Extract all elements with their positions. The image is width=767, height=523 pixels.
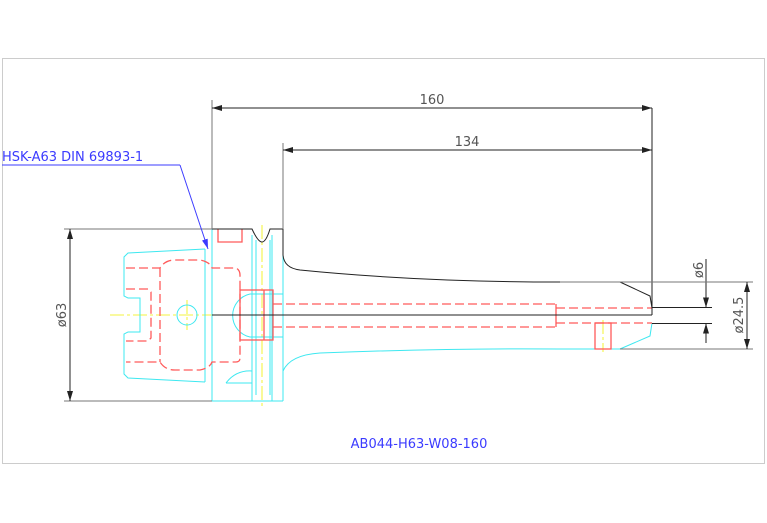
hsk-standard-label: HSK-A63 DIN 69893-1 [2,150,143,165]
part-number: AB044-H63-W08-160 [351,437,488,452]
dimension-d6: ø6 [652,259,712,343]
dimension-160: 160 [211,93,652,229]
dimension-d24-5: ø24.5 [560,281,753,350]
drawing-frame [2,58,765,464]
dimension-label-d63: ø63 [55,303,70,328]
dimension-label-160: 160 [420,93,445,108]
dimension-label-d24-5: ø24.5 [732,297,747,334]
dimension-d63: ø63 [55,228,212,402]
dimension-134: 134 [282,135,652,229]
dimension-label-d6: ø6 [692,262,707,278]
dimension-label-134: 134 [455,135,480,150]
tool-outline [212,108,653,316]
hsk-leader: HSK-A63 DIN 69893-1 [2,150,209,250]
